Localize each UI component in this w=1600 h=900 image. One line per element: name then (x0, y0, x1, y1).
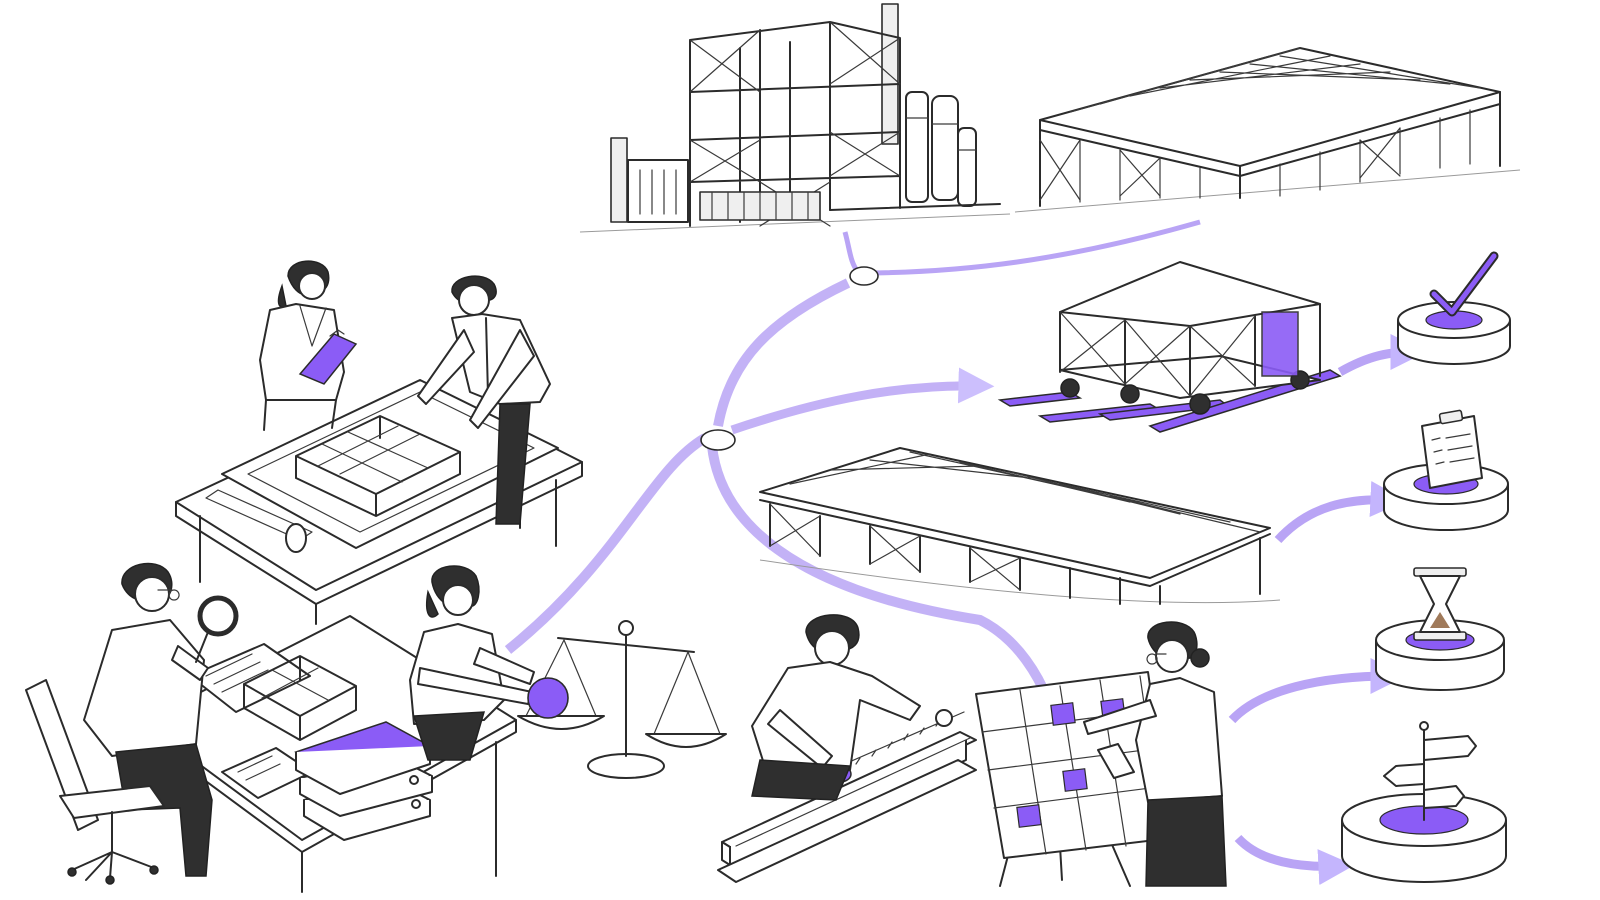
schedule-block (1050, 702, 1076, 726)
weight-sphere (527, 677, 569, 719)
long-truss-roof-shed (759, 447, 1281, 605)
steel-i-beam (717, 711, 977, 883)
outcome-decision-pedestal (1341, 721, 1507, 883)
person-weighing-sphere (409, 565, 535, 761)
portal-frame-warehouse (1014, 47, 1521, 213)
flow-node-lower (700, 429, 736, 451)
outcome-approved-pedestal (1397, 251, 1511, 365)
factory-steel-frame-building (579, 3, 1011, 233)
magnifier-icon (197, 595, 239, 637)
clipboard-icon (1421, 409, 1483, 489)
person-with-magnifier (83, 562, 239, 877)
person-pointing-at-model (417, 275, 551, 525)
flow-node-upper (849, 266, 879, 286)
process-flow-lines (504, 219, 1427, 886)
schedule-block (1062, 768, 1088, 792)
binders-stack (294, 721, 433, 841)
outcome-time-pedestal (1375, 567, 1505, 691)
person-planning-schedule (1083, 621, 1227, 887)
office-chair (25, 679, 165, 885)
schedule-block (1016, 804, 1042, 828)
person-with-clipboard (259, 260, 358, 431)
balance-scale (517, 620, 727, 779)
modular-frame-on-rails (997, 261, 1342, 433)
signpost-icon (1383, 721, 1477, 821)
outcome-documentation-pedestal (1383, 409, 1509, 531)
hourglass-icon (1413, 567, 1467, 641)
person-measuring-beam (751, 614, 953, 801)
